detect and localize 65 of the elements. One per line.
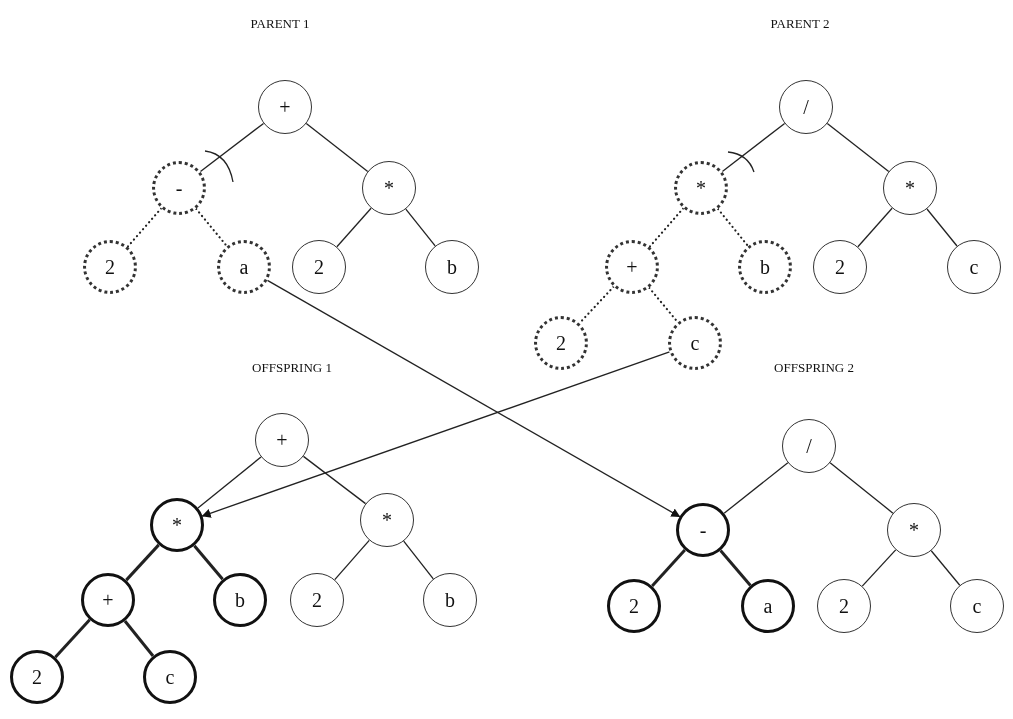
- tree-node-circle: +: [255, 413, 309, 467]
- tree-branch: [334, 539, 370, 581]
- tree-branch: [193, 544, 224, 581]
- tree-branch: [861, 549, 897, 587]
- tree-node-circle: c: [950, 579, 1004, 633]
- tree-branch: [125, 543, 160, 582]
- tree-branch: [651, 549, 686, 587]
- tree-branch: [826, 122, 890, 173]
- tree-branch: [302, 455, 367, 505]
- tree-branch: [926, 208, 958, 247]
- tree-node-circle: +: [605, 240, 659, 294]
- tree-node-circle: -: [676, 503, 730, 557]
- tree-branch: [716, 207, 750, 248]
- tree-title: PARENT 2: [770, 16, 830, 32]
- tree-branch: [123, 620, 155, 657]
- tree-node-circle: +: [81, 573, 135, 627]
- tree-node-circle: 2: [817, 579, 871, 633]
- tree-node-circle: b: [423, 573, 477, 627]
- tree-node-circle: 2: [290, 573, 344, 627]
- tree-node-circle: *: [150, 498, 204, 552]
- tree-node-circle: b: [425, 240, 479, 294]
- tree-node-circle: c: [947, 240, 1001, 294]
- tree-branch: [648, 286, 679, 324]
- tree-branch: [719, 549, 752, 587]
- tree-branch: [723, 462, 789, 514]
- tree-node-circle: 2: [10, 650, 64, 704]
- tree-title: PARENT 1: [250, 16, 310, 32]
- tree-node-circle: 2: [813, 240, 867, 294]
- tree-node-circle: *: [362, 161, 416, 215]
- tree-node-circle: 2: [534, 316, 588, 370]
- tree-branch: [199, 122, 265, 173]
- tree-branch: [305, 122, 369, 173]
- tree-node-circle: 2: [292, 240, 346, 294]
- tree-node-circle: +: [258, 80, 312, 134]
- tree-branch: [197, 456, 262, 509]
- tree-node-circle: c: [668, 316, 722, 370]
- tree-branch: [648, 207, 685, 248]
- tree-branch: [829, 462, 894, 514]
- tree-node-circle: c: [143, 650, 197, 704]
- tree-branch: [336, 207, 372, 248]
- tree-node-circle: *: [887, 503, 941, 557]
- tree-branch: [126, 207, 163, 248]
- tree-node-circle: /: [782, 419, 836, 473]
- tree-branch: [195, 207, 228, 248]
- tree-node-circle: /: [779, 80, 833, 134]
- tree-node-circle: b: [738, 240, 792, 294]
- tree-node-circle: *: [674, 161, 728, 215]
- tree-branch: [857, 207, 893, 248]
- tree-node-circle: 2: [83, 240, 137, 294]
- tree-title: OFFSPRING 1: [252, 360, 332, 376]
- tree-branch: [930, 550, 961, 586]
- tree-branch: [54, 618, 91, 659]
- tree-node-circle: *: [883, 161, 937, 215]
- tree-branch: [405, 208, 436, 247]
- tree-node-circle: a: [217, 240, 271, 294]
- tree-branch: [721, 122, 786, 173]
- tree-node-circle: b: [213, 573, 267, 627]
- tree-title: OFFSPRING 2: [774, 360, 854, 376]
- tree-node-circle: -: [152, 161, 206, 215]
- crossover-arrow: [266, 279, 681, 518]
- tree-node-circle: *: [360, 493, 414, 547]
- tree-node-circle: a: [741, 579, 795, 633]
- crossover-arrow: [201, 351, 671, 518]
- tree-node-circle: 2: [607, 579, 661, 633]
- tree-branch: [403, 540, 434, 580]
